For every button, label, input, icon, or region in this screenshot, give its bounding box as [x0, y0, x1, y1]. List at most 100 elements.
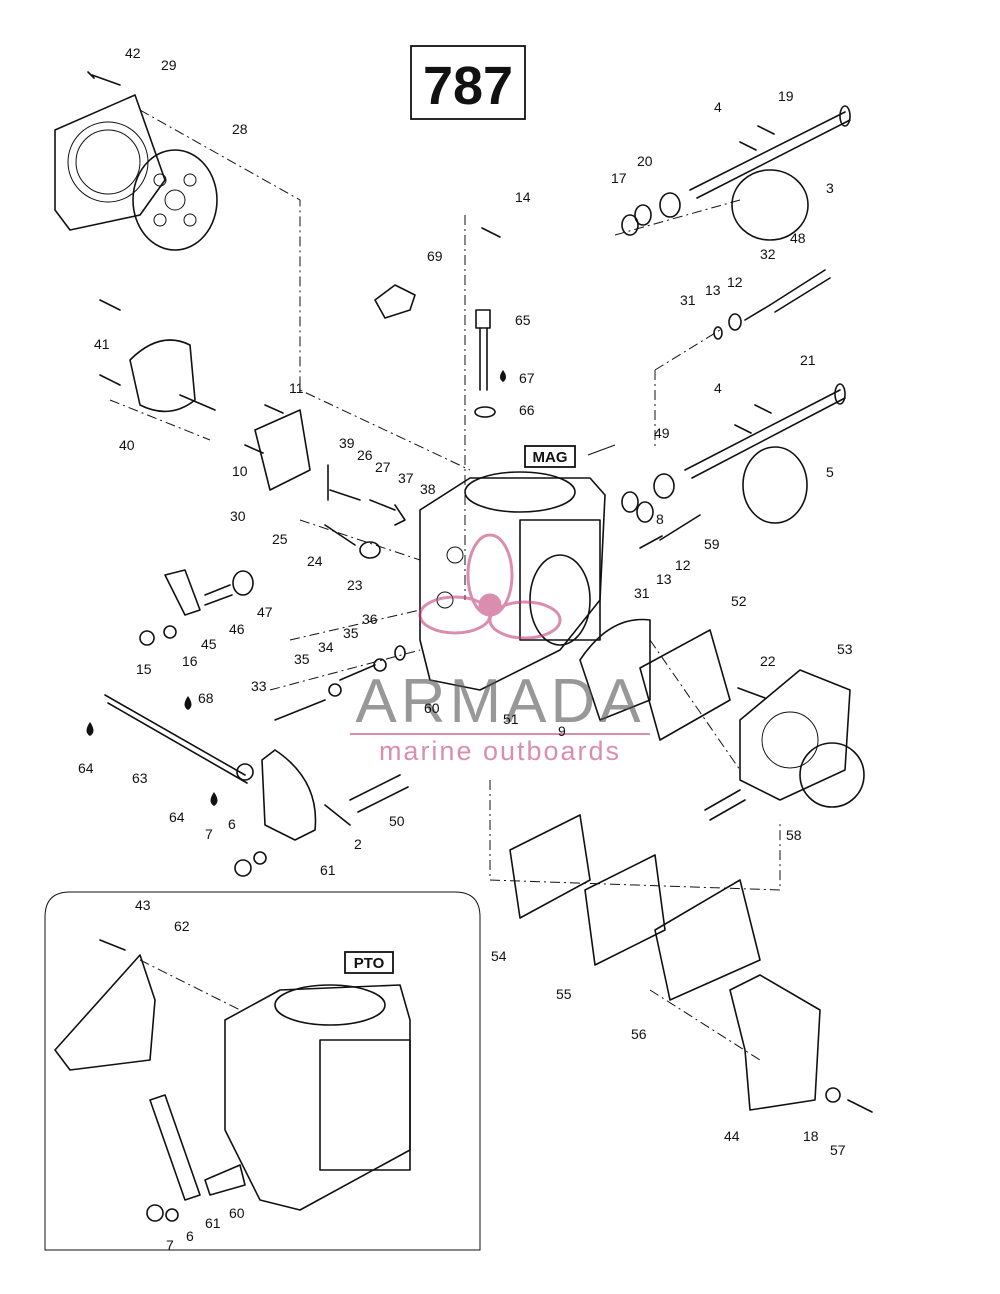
callout: 29	[161, 57, 177, 73]
part-27-spring	[329, 489, 361, 501]
callout: 38	[420, 481, 436, 497]
callout: 57	[830, 1142, 846, 1158]
callout: 18	[803, 1128, 819, 1144]
part-64-drop-b	[210, 792, 218, 806]
callout: 26	[357, 447, 373, 463]
pto-inset-frame	[44, 891, 481, 1251]
part-17-rings	[621, 204, 652, 236]
callout-labels: 42 29 28 4 19 20 17 3 14 69 48 32 31 13 …	[78, 45, 853, 1253]
callout: 35	[294, 651, 310, 667]
callout: 34	[318, 639, 334, 655]
part-37-screw	[369, 499, 396, 511]
callout: 36	[362, 611, 378, 627]
part-47-bushing	[232, 570, 254, 596]
callout: 11	[289, 380, 304, 396]
part-8-rings	[621, 491, 654, 523]
callout: 47	[257, 604, 273, 620]
carburetor-body-pto	[224, 984, 411, 1211]
part-52-gasket	[639, 629, 731, 741]
callout: 7	[205, 826, 213, 842]
callout: 37	[398, 470, 414, 486]
callout: 40	[119, 437, 135, 453]
part-16-washer	[163, 625, 177, 639]
watermark: ARMADA marine outboards	[350, 533, 650, 766]
callout: 20	[637, 153, 653, 169]
callout: 64	[169, 809, 185, 825]
part-5-throttle-plate	[742, 446, 808, 524]
part-67-drop	[500, 370, 506, 382]
callout: 6	[228, 816, 236, 832]
part-57-screw	[847, 1099, 873, 1113]
part-12-spring-mid	[639, 535, 663, 549]
pto-tag: PTO	[354, 955, 385, 972]
callout: 16	[182, 653, 198, 669]
watermark-logo	[418, 533, 562, 640]
part-66-washer	[474, 406, 496, 418]
part-7-nut-a	[234, 859, 252, 877]
part-11-screw	[264, 404, 284, 414]
callout: 23	[347, 577, 363, 593]
assembly-guide-lines	[109, 109, 781, 1061]
carburetor-body-mag	[419, 471, 606, 691]
part-48-needle	[769, 269, 831, 313]
callout: 43	[135, 897, 151, 913]
callout: 50	[389, 813, 405, 829]
part-34-spring	[339, 664, 376, 681]
part-14-screw	[481, 227, 501, 238]
callout: 54	[491, 948, 507, 964]
callout: 45	[201, 636, 217, 652]
callout: 33	[251, 678, 267, 694]
callout: 4	[714, 380, 722, 396]
part-59-needle	[659, 514, 701, 541]
callout: 44	[724, 1128, 740, 1144]
part-3-throttle-plate	[731, 169, 809, 241]
callout: 35	[343, 625, 359, 641]
part-63-linkage-end	[236, 763, 254, 781]
part-44-bracket	[729, 974, 821, 1111]
part-54-gasket	[509, 814, 591, 919]
part-2-spring	[324, 804, 351, 826]
callout: 22	[760, 653, 776, 669]
callout: 59	[704, 536, 720, 552]
diagram-number: 787	[423, 56, 513, 116]
part-9-cover	[579, 618, 651, 721]
part-33-screw	[274, 699, 326, 721]
callout: 61	[320, 862, 336, 878]
callout: 66	[519, 402, 535, 418]
callout: 14	[515, 189, 531, 205]
callout: 31	[634, 585, 650, 601]
part-61-throttle-lever	[261, 749, 317, 841]
callout: 60	[424, 700, 440, 716]
callout: 9	[558, 723, 566, 739]
callout: 6	[186, 1228, 194, 1244]
part-46-spring	[204, 584, 233, 606]
part-31-ring-top	[713, 326, 723, 340]
part-61-lever-pto	[149, 1094, 201, 1201]
part-40-cover	[129, 339, 216, 413]
part-64-drop-a	[86, 722, 94, 736]
callout: 62	[174, 918, 190, 934]
diagram-number-box: 787	[410, 45, 526, 120]
callout: 69	[427, 248, 443, 264]
callout: 60	[229, 1205, 245, 1221]
part-56-plate	[654, 879, 761, 1001]
callout: 67	[519, 370, 535, 386]
callout: 63	[132, 770, 148, 786]
callout: 53	[837, 641, 853, 657]
callout: 58	[786, 827, 802, 843]
callout: 12	[675, 557, 691, 573]
callout: 25	[272, 531, 288, 547]
part-19-shaft	[689, 105, 851, 199]
part-60-fitting-pto	[204, 1164, 246, 1196]
callout: 31	[680, 292, 696, 308]
callout: 39	[339, 435, 355, 451]
part-18-washer	[825, 1087, 841, 1103]
callout: 46	[229, 621, 245, 637]
callout: 27	[375, 459, 391, 475]
callout: 8	[656, 511, 664, 527]
part-12-spring-top	[744, 304, 771, 321]
callout: 3	[826, 180, 834, 196]
callout: 28	[232, 121, 248, 137]
part-36-ring	[394, 645, 406, 661]
